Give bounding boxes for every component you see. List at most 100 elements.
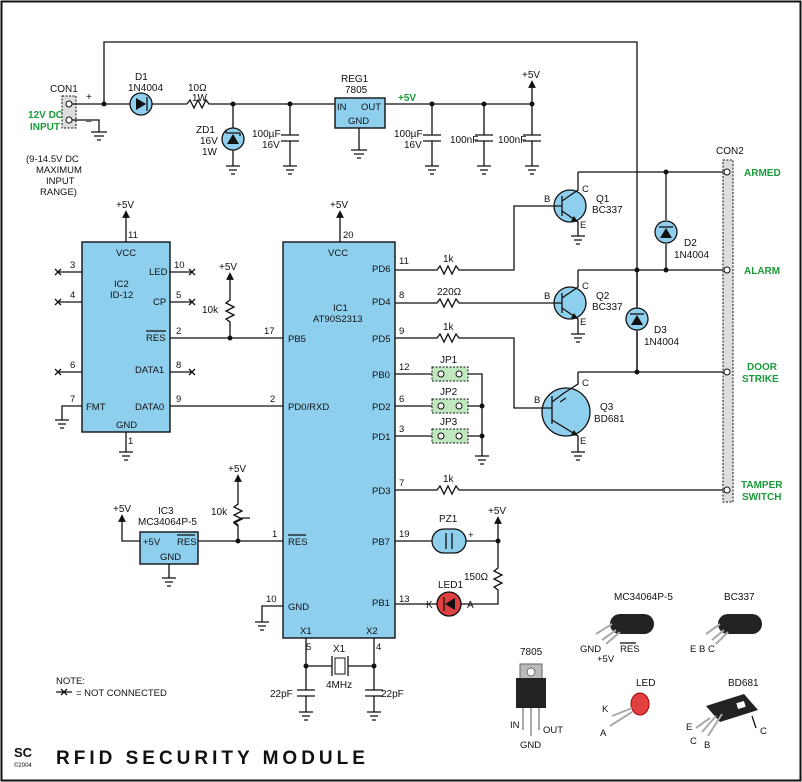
con2-ref: CON2 [716, 146, 744, 157]
sc-logo: SC [14, 745, 33, 760]
c-out-value: 100µF [394, 129, 423, 140]
ic1-pin-19: 19 [399, 529, 410, 540]
c-out-v: 16V [404, 140, 422, 151]
q1-c: C [582, 184, 589, 195]
pinout-mc-body [610, 614, 654, 634]
wire-pd4-q2 [395, 297, 548, 309]
note-heading: NOTE: [56, 676, 85, 687]
footer: NOTE: = NOT CONNECTED SC ©2004 RFID SECU… [14, 676, 365, 769]
ic1-pin-2: 2 [270, 394, 275, 405]
c-in-v: 16V [262, 140, 280, 151]
q2-e: E [580, 317, 586, 328]
pinout-bd-title: BD681 [728, 678, 759, 689]
ic2-gnd: GND [116, 420, 137, 431]
jp2 [431, 398, 469, 414]
pinout-mc-res: RES [620, 644, 640, 655]
power-section: CON1 12V DC INPUT + – (9-14.5V DC MAXIMU… [26, 41, 638, 372]
pinout-bd-e: E [686, 722, 692, 733]
ic1-pd0: PD0/RXD [288, 402, 329, 413]
d2-ref: D2 [684, 238, 697, 249]
ic3-part: MC34064P-5 [138, 517, 197, 528]
r-input-value: 1W [192, 93, 208, 104]
ic1-ref: IC1 [333, 303, 348, 314]
gnd-con1 [91, 131, 107, 141]
pinout-led-a: A [600, 728, 607, 739]
ic1-pin-1: 1 [272, 529, 277, 540]
con2-armed: ARMED [744, 168, 781, 179]
ic2-data1: DATA1 [135, 365, 164, 376]
q3-b: B [534, 395, 540, 406]
c-100n-2-label: 100nF [498, 135, 526, 146]
pz1-plus: + [468, 530, 474, 541]
c-input-100u [281, 104, 299, 175]
pinout-bc-body [718, 614, 762, 634]
ic1-gnd: GND [288, 602, 309, 613]
ic2-led: LED [149, 267, 168, 278]
x1-ref: X1 [333, 644, 346, 655]
pinout-bd-c2: C [760, 726, 767, 737]
ic2-pin-vcc: 11 [128, 230, 138, 241]
r10k-1-label: 10k [202, 305, 219, 316]
nc-marks-left [54, 268, 62, 376]
pinout-bc-title: BC337 [724, 592, 755, 603]
ic1-pin-5: 5 [306, 642, 311, 653]
ic1-pb1: PB1 [372, 598, 390, 609]
reg1-ref: REG1 [341, 74, 369, 85]
ic2-res: RES [146, 333, 166, 344]
con1-minus: – [86, 116, 92, 127]
ic1-pb0: PB0 [372, 370, 390, 381]
con2-alarm: ALARM [744, 266, 780, 277]
range-4: RANGE) [40, 187, 77, 198]
ic1-section: +5V 20 VCC IC1 AT90S2313 PB5 17 PD0/RXD … [255, 200, 727, 721]
ic1-pin-11: 11 [399, 256, 409, 267]
rail-5v-green: +5V [398, 93, 416, 104]
ic2-pin-8: 8 [176, 360, 181, 371]
ic1-pd1: PD1 [372, 432, 390, 443]
pinout-bd-b: B [704, 740, 710, 751]
reg1-7805 [334, 97, 386, 129]
pinout-bc-ebc: E B C [690, 644, 715, 655]
pinout-mc-gnd: GND [580, 644, 601, 655]
ic2-cp: CP [153, 297, 166, 308]
q1-part: BC337 [592, 205, 623, 216]
note-text: = NOT CONNECTED [76, 688, 167, 699]
ic2-part: ID-12 [110, 290, 133, 301]
jp3-label: JP3 [440, 417, 458, 428]
x1-freq: 4MHz [326, 680, 352, 691]
c-22p-pair [297, 689, 383, 712]
ic1-pin-13: 13 [399, 594, 410, 605]
led1-k: K [426, 600, 433, 611]
ic1-pin-8: 8 [399, 290, 404, 301]
ic2-fmt: FMT [86, 402, 106, 413]
ic1-pd5: PD5 [372, 334, 390, 345]
wire-pd6-q1 [395, 205, 548, 276]
jp1-label: JP1 [440, 355, 458, 366]
ic1-pd4: PD4 [372, 297, 390, 308]
ic1-x1: X1 [300, 626, 312, 637]
r-input-resistor [186, 98, 335, 110]
con1-plus: + [86, 92, 92, 103]
ic2-pin-2: 2 [176, 326, 181, 337]
pinout-bd-body [706, 694, 758, 722]
c-100n-2 [523, 104, 541, 175]
sc-year: ©2004 [14, 762, 32, 769]
c-output-100u [423, 104, 441, 175]
r-10k-2 [234, 478, 250, 541]
pinout-reg-out: OUT [543, 725, 563, 736]
zd1-ref: ZD1 [196, 125, 215, 136]
ic2-pin-5: 5 [176, 290, 181, 301]
r-led-150 [492, 516, 504, 602]
jp1 [431, 366, 469, 382]
input-label-2: INPUT [30, 122, 60, 133]
d3-ref: D3 [654, 325, 667, 336]
output-section: B C E Q1 BC337 D2 1N4004 B C E Q2 BC337 … [534, 146, 783, 503]
r-10k-1 [224, 272, 236, 338]
q3-ref: Q3 [600, 402, 614, 413]
reg1-in: IN [337, 102, 347, 113]
ic2-id12 [81, 241, 171, 433]
ic1-vcc-rail: +5V [330, 200, 348, 211]
con2-door: DOOR [747, 362, 778, 373]
q3-e: E [580, 436, 586, 447]
